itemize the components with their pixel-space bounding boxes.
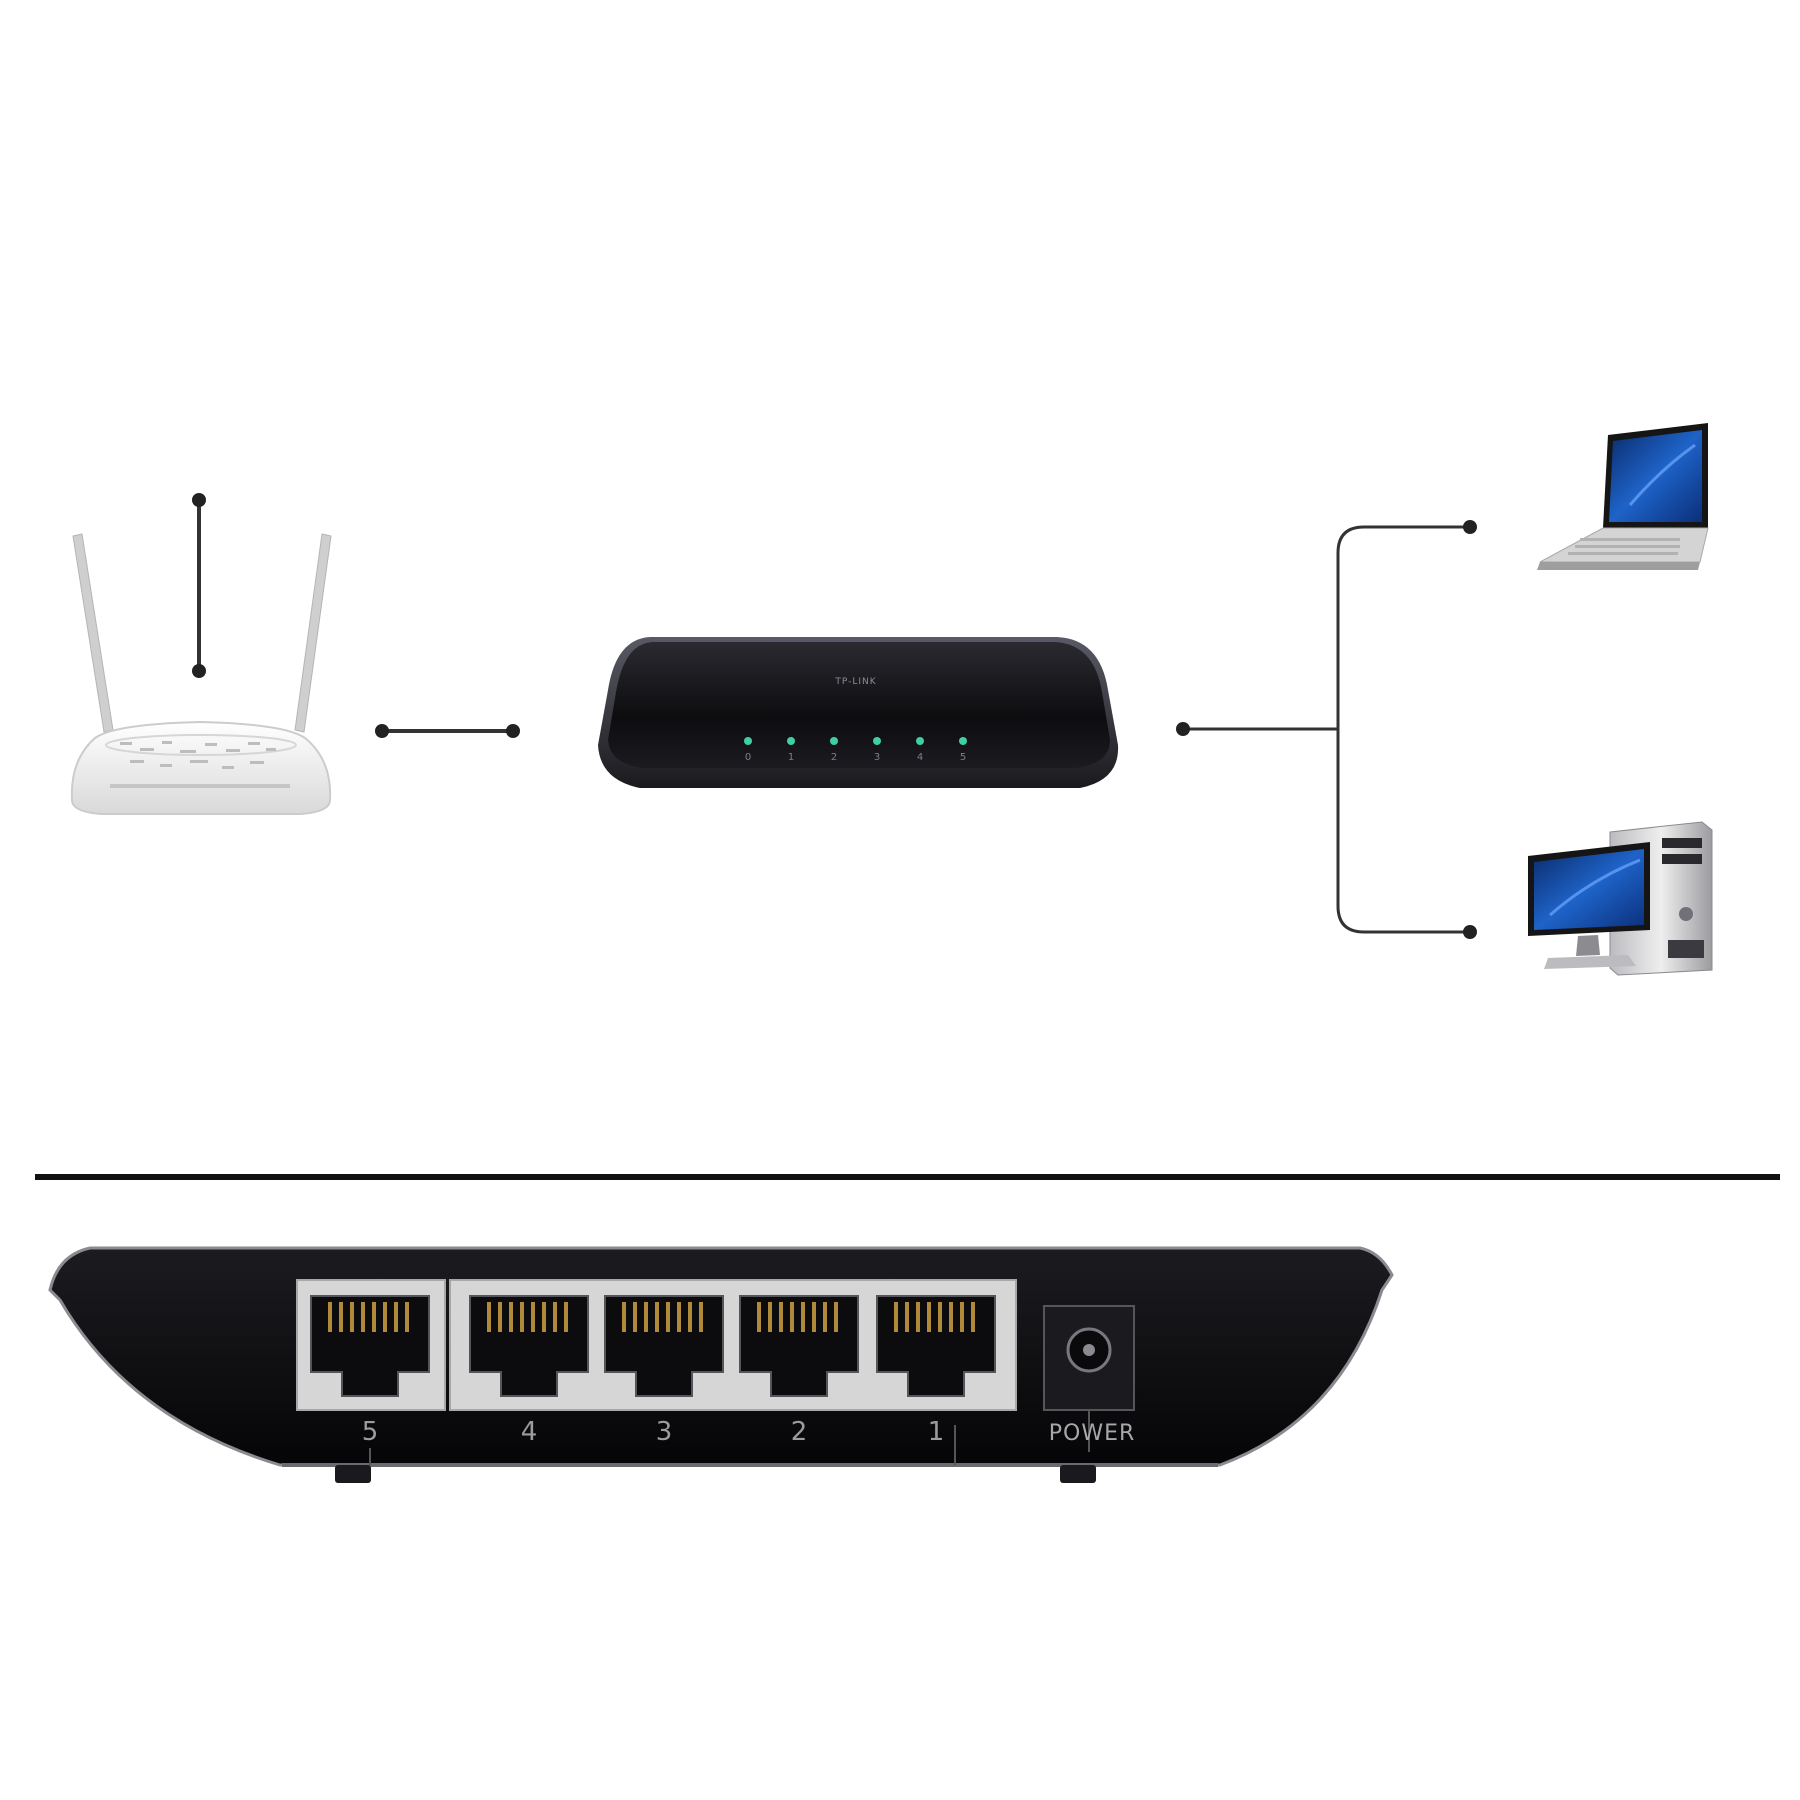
port-pin <box>905 1302 909 1332</box>
switch-led-label: 3 <box>874 752 880 763</box>
port-pin <box>938 1302 942 1332</box>
port-pin <box>361 1302 365 1332</box>
desktop-image <box>1528 821 1713 976</box>
port-pin <box>960 1302 964 1332</box>
router-image <box>70 533 332 815</box>
switch-foot-left <box>335 1465 371 1483</box>
port-pin <box>487 1302 491 1332</box>
port-pin <box>949 1302 953 1332</box>
port-pin <box>971 1302 975 1332</box>
port-pin <box>916 1302 920 1332</box>
port-pin <box>666 1302 670 1332</box>
port-pin <box>894 1302 898 1332</box>
switch-led-label: 1 <box>788 752 794 763</box>
switch-rear-panel: POWER 5 4 3 2 1 <box>48 1246 1394 1483</box>
switch-led-label: 0 <box>745 752 751 763</box>
port-pin <box>677 1302 681 1332</box>
port-pin <box>622 1302 626 1332</box>
router-switch-connector <box>375 724 520 738</box>
switch-led <box>787 737 795 745</box>
router-uplink-connector <box>192 493 206 678</box>
switch-led-label: 2 <box>831 752 837 763</box>
port-pin <box>633 1302 637 1332</box>
port-pin <box>834 1302 838 1332</box>
port-pin <box>498 1302 502 1332</box>
port-pin <box>328 1302 332 1332</box>
switch-led <box>830 737 838 745</box>
router-antenna-right <box>294 533 332 733</box>
port-number-label: 1 <box>928 1417 945 1447</box>
switch-image: TP-LINK 0 1 2 3 4 5 <box>598 637 1119 788</box>
port-pin <box>790 1302 794 1332</box>
port-pin <box>812 1302 816 1332</box>
port-pin <box>383 1302 387 1332</box>
port-pin <box>553 1302 557 1332</box>
port-pin <box>768 1302 772 1332</box>
port-pin <box>801 1302 805 1332</box>
switch-led-label: 4 <box>917 752 923 763</box>
ethernet-port-4[interactable] <box>469 1295 589 1397</box>
ethernet-ports <box>310 1295 996 1397</box>
switch-led <box>916 737 924 745</box>
port-pin <box>644 1302 648 1332</box>
port-pin <box>655 1302 659 1332</box>
port-pin <box>927 1302 931 1332</box>
switch-led <box>873 737 881 745</box>
port-pin <box>350 1302 354 1332</box>
port-number-label: 3 <box>656 1417 673 1447</box>
port-number-label: 5 <box>362 1417 379 1447</box>
switch-led-row: 0 1 2 3 4 5 <box>744 737 967 763</box>
switch-brand-label: TP-LINK <box>834 677 876 687</box>
port-pin <box>757 1302 761 1332</box>
switch-led <box>959 737 967 745</box>
power-label: POWER <box>1049 1421 1136 1446</box>
port-pin <box>823 1302 827 1332</box>
port-pin <box>688 1302 692 1332</box>
port-number-label: 2 <box>791 1417 808 1447</box>
router-antenna-left <box>72 533 114 733</box>
switch-led <box>744 737 752 745</box>
port-number-label: 4 <box>521 1417 538 1447</box>
port-pin <box>394 1302 398 1332</box>
port-pin <box>779 1302 783 1332</box>
laptop-image <box>1537 423 1709 570</box>
port-pin <box>339 1302 343 1332</box>
ethernet-port-2[interactable] <box>739 1295 859 1397</box>
switch-clients-connector <box>1176 520 1477 939</box>
port-pin <box>405 1302 409 1332</box>
power-jack[interactable] <box>1043 1305 1135 1452</box>
switch-led-label: 5 <box>960 752 966 763</box>
port-pin <box>699 1302 703 1332</box>
port-pin <box>542 1302 546 1332</box>
ethernet-port-5[interactable] <box>310 1295 430 1397</box>
port-pin <box>564 1302 568 1332</box>
port-pin <box>531 1302 535 1332</box>
ethernet-port-1[interactable] <box>876 1295 996 1397</box>
ethernet-port-3[interactable] <box>604 1295 724 1397</box>
port-pin <box>509 1302 513 1332</box>
port-pin <box>372 1302 376 1332</box>
switch-foot-right <box>1060 1465 1096 1483</box>
port-pin <box>520 1302 524 1332</box>
